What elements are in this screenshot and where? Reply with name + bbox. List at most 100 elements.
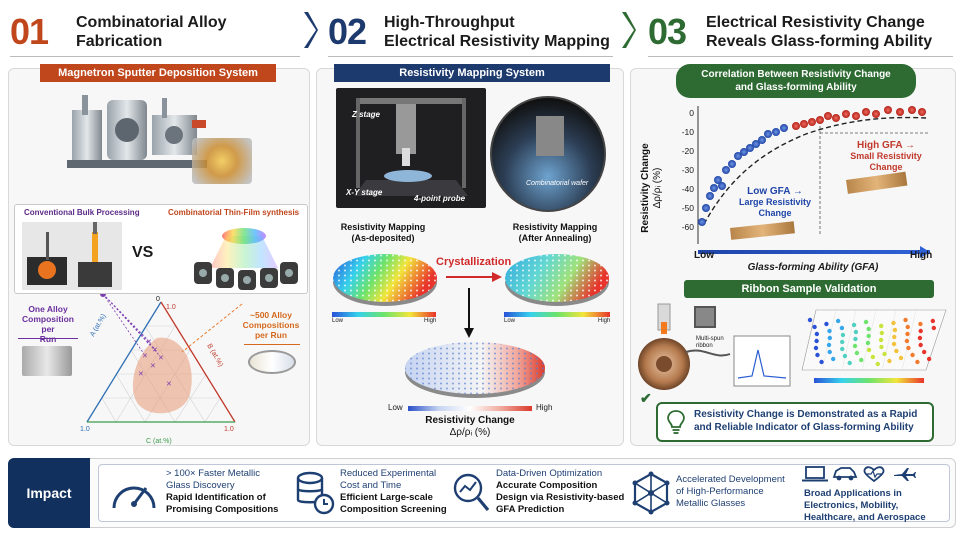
- ribbon-map-dot: [812, 324, 817, 330]
- svg-text:✕: ✕: [142, 353, 148, 360]
- conventional-label: Conventional Bulk Processing: [24, 208, 140, 217]
- impact-item-optimization-line4: GFA Prediction: [496, 504, 565, 515]
- y-tick: -60: [681, 222, 694, 232]
- colorbar-2-low: Low: [504, 318, 516, 324]
- map2-title-line1: Resistivity Mapping: [512, 222, 598, 232]
- ribbon-map-dot: [865, 340, 871, 346]
- ribbon-map-dot: [905, 324, 910, 330]
- ribbon-map-dot: [827, 349, 832, 355]
- ribbon-map-dot: [930, 318, 936, 324]
- crystallization-label: Crystallization: [436, 256, 512, 268]
- summary-line1: Resistivity Change is Demonstrated as a …: [694, 409, 918, 420]
- ribbon-map-dot: [847, 360, 852, 366]
- melt-spinning-image: [638, 303, 791, 390]
- ribbon-map-dot: [853, 329, 859, 335]
- colorbar-3: [408, 406, 532, 411]
- ribbon-map-dot: [813, 345, 819, 351]
- ribbon-map-dot: [863, 319, 869, 325]
- map1-title: Resistivity Mapping (As-deposited): [328, 222, 438, 244]
- ribbon-map-dot: [814, 338, 819, 344]
- divider: [328, 56, 613, 57]
- scatter-point-low-gfa: [714, 176, 722, 184]
- step2-title-line1: High-Throughput: [384, 14, 515, 31]
- ribbon-map-dot: [882, 351, 887, 357]
- y-tick: 0: [689, 108, 694, 118]
- ribbon-map-dot: [807, 317, 813, 323]
- lightbulb-icon: [667, 410, 685, 434]
- ribbon-map-dot: [824, 321, 829, 327]
- plasma-inset-image: [192, 138, 252, 184]
- y-tick: -10: [681, 127, 694, 137]
- divider: [244, 344, 300, 345]
- ribbon-map-dot: [819, 359, 824, 365]
- scatter-point-high-gfa: [800, 120, 808, 128]
- probe-head: [536, 116, 564, 156]
- scatter-point-low-gfa: [746, 144, 754, 152]
- ribbon-map-dot: [859, 357, 864, 363]
- step2-number: 02: [328, 11, 367, 52]
- ribbon-map-dot: [853, 336, 858, 342]
- combinatorial-label: Combinatorial Thin-Film synthesis: [168, 208, 300, 217]
- scatter-point-low-gfa: [752, 140, 760, 148]
- impact-item-applications: Broad Applications in Electronics, Mobil…: [804, 488, 950, 524]
- heart-pulse-icon: [863, 466, 885, 482]
- ribbon-map-dot: [815, 352, 820, 358]
- map1-title-line1: Resistivity Mapping: [340, 222, 426, 232]
- laptop-icon: [802, 466, 828, 482]
- ribbon-map-dot: [840, 346, 845, 352]
- ternary-tick-top: 1.0: [166, 304, 176, 311]
- map-resistivity-change: [405, 342, 545, 398]
- ribbon-banner: Ribbon Sample Validation: [684, 280, 934, 298]
- ribbon-map-dot: [814, 331, 820, 337]
- ribbon-map-dot: [931, 325, 937, 331]
- impact-item-development-line3: Metallic Glasses: [676, 498, 746, 509]
- ribbon-map-dot: [830, 356, 836, 362]
- map1-title-line2: (As-deposited): [351, 233, 415, 243]
- scatter-point-high-gfa: [842, 110, 850, 118]
- svg-text:✕: ✕: [138, 371, 144, 378]
- wafer-label: Combinatorial wafer: [526, 180, 589, 187]
- ribbon-ternary-map: [801, 309, 947, 383]
- panel3-banner: Correlation Between Resistivity Change a…: [676, 64, 916, 98]
- arrow-down-icon: [464, 288, 474, 338]
- scatter-point-low-gfa: [718, 182, 726, 190]
- ribbon-map-dot: [910, 352, 915, 358]
- impact-item-optimization-line1: Data-Driven Optimization: [496, 468, 603, 479]
- ribbon-map-dot: [892, 327, 898, 333]
- low-gfa-line2: Large Resistivity: [738, 197, 812, 207]
- impact-item-applications-line2: Electronics, Mobility,: [804, 500, 899, 511]
- ribbon-map-dot: [842, 353, 848, 359]
- ribbon-map-dot: [879, 344, 884, 350]
- car-icon: [832, 467, 858, 481]
- scatter-point-low-gfa: [702, 204, 710, 212]
- panel2-banner: Resistivity Mapping System: [334, 64, 610, 82]
- ternary-tick-a: 1.0: [80, 426, 90, 433]
- ribbon-map-dot: [826, 342, 832, 348]
- high-gfa-line2: Small Resistivity: [850, 151, 922, 161]
- step3-title-line1: Electrical Resistivity Change: [706, 14, 925, 31]
- impact-item-optimization: Data-Driven Optimization Accurate Compos…: [496, 468, 628, 516]
- svg-text:✕: ✕: [166, 381, 172, 388]
- high-gfa-line1: High GFA →: [857, 140, 915, 151]
- colorbar-2: [504, 312, 610, 317]
- scatter-point-high-gfa: [792, 122, 800, 130]
- ribbon-map-dot: [866, 333, 871, 339]
- impact-item-applications-line1: Broad Applications in: [804, 488, 902, 499]
- scatter-point-high-gfa: [896, 108, 904, 116]
- ribbon-map-dot: [827, 328, 832, 334]
- step2-title: High-Throughput Electrical Resistivity M…: [384, 13, 610, 51]
- y-tick: -20: [681, 146, 694, 156]
- summary-box: [656, 402, 934, 442]
- map2-title: Resistivity Mapping (After Annealing): [498, 222, 612, 244]
- y-axis-label-wrap: Resistivity Change Δρ/ρᵢ (%): [632, 130, 670, 242]
- summary-text: Resistivity Change is Demonstrated as a …: [694, 408, 930, 434]
- scatter-point-low-gfa: [706, 192, 714, 200]
- ribbon-map-dot: [878, 323, 884, 329]
- ribbon-map-dot: [870, 354, 876, 360]
- wafer-stack-image: [248, 350, 296, 374]
- scatter-point-low-gfa: [734, 152, 742, 160]
- step3-title: Electrical Resistivity Change Reveals Gl…: [706, 13, 932, 51]
- ribbon-map-dot: [887, 358, 892, 364]
- impact-item-cost-line2: Cost and Time: [340, 480, 402, 491]
- low-gfa-line3: Change: [758, 208, 792, 218]
